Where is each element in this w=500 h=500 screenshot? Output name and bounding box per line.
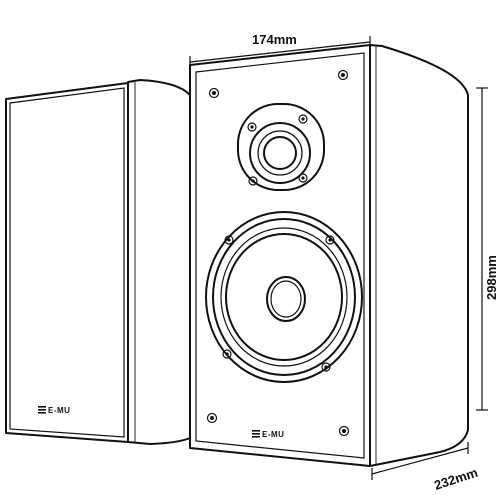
front-screw-bottom-left (206, 412, 218, 424)
right-logo: E-MU (252, 430, 284, 439)
left-logo-text: E-MU (48, 406, 70, 415)
left-speaker: E-MU (5, 79, 191, 445)
width-dimension: 174mm (189, 32, 371, 66)
tweeter (237, 103, 325, 191)
front-screw-top-right (337, 69, 349, 81)
woofer-frame (205, 211, 363, 383)
woofer-dust-cap (266, 276, 306, 322)
right-speaker-side-panel (369, 44, 469, 467)
width-label: 174mm (252, 32, 297, 47)
height-label: 298mm (484, 255, 499, 300)
right-speaker-front-bevel (195, 52, 365, 459)
front-screw-top-left (208, 87, 220, 99)
depth-label: 232mm (432, 465, 479, 493)
left-speaker-front-face (5, 82, 129, 443)
left-speaker-side-panel (127, 79, 191, 445)
right-logo-text: E-MU (262, 430, 284, 439)
right-speaker: E-MU (189, 44, 469, 467)
height-dimension: 298mm (476, 87, 499, 411)
left-speaker-front-bevel (9, 87, 125, 438)
woofer (205, 211, 363, 383)
tweeter-faceplate (237, 103, 325, 191)
front-screw-bottom-right (338, 425, 350, 437)
left-logo: E-MU (38, 406, 70, 415)
